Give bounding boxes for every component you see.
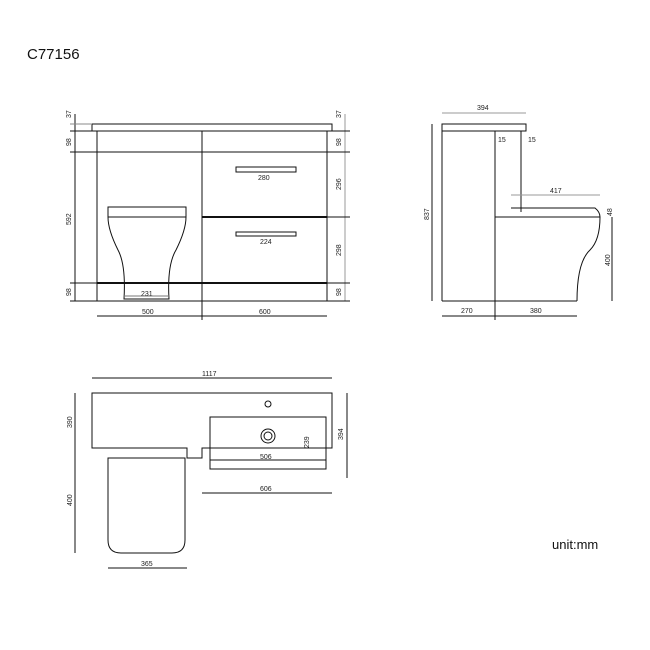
dim-unit-width: 606: [260, 486, 272, 493]
dim-toilet-projection: 400: [67, 494, 74, 506]
dim-basin-width: 506: [260, 454, 272, 461]
unit-label: unit:mm: [552, 537, 599, 552]
dim-right-drawer1: 296: [336, 178, 343, 190]
product-code: C77156: [27, 46, 80, 63]
dim-handle-top: 280: [258, 175, 270, 182]
dim-left-bottom: 98: [66, 288, 73, 296]
dim-basin-depth: 239: [304, 436, 311, 448]
dim-toilet-base: 231: [141, 291, 153, 298]
dim-seat-depth: 417: [550, 188, 562, 195]
plan-view: [74, 377, 348, 569]
dim-width-left: 500: [142, 309, 154, 316]
dim-seat-thickness: 48: [607, 208, 614, 216]
dim-left-main: 592: [66, 213, 73, 225]
dim-left-top: 37: [66, 110, 73, 118]
dim-pan-depth: 380: [530, 308, 542, 315]
front-view: [70, 114, 350, 320]
dim-toilet-width: 365: [141, 561, 153, 568]
dim-panel-a: 15: [498, 137, 506, 144]
side-view: [431, 112, 613, 320]
dim-right-top: 37: [336, 110, 343, 118]
dim-total-width: 1117: [202, 371, 217, 378]
dim-top-depth: 394: [477, 105, 489, 112]
dim-total-height: 837: [424, 208, 431, 220]
dim-handle-bottom: 224: [260, 239, 272, 246]
dim-cabinet-depth: 270: [461, 308, 473, 315]
dim-right-upper: 98: [336, 138, 343, 146]
dim-right-drawer2: 298: [336, 244, 343, 256]
dim-right-depth: 394: [338, 428, 345, 440]
dim-left-depth: 390: [67, 416, 74, 428]
dim-left-upper: 98: [66, 138, 73, 146]
dim-right-bottom: 98: [336, 288, 343, 296]
dim-width-right: 600: [259, 309, 271, 316]
dim-seat-height: 400: [605, 254, 612, 266]
dim-panel-b: 15: [528, 137, 536, 144]
